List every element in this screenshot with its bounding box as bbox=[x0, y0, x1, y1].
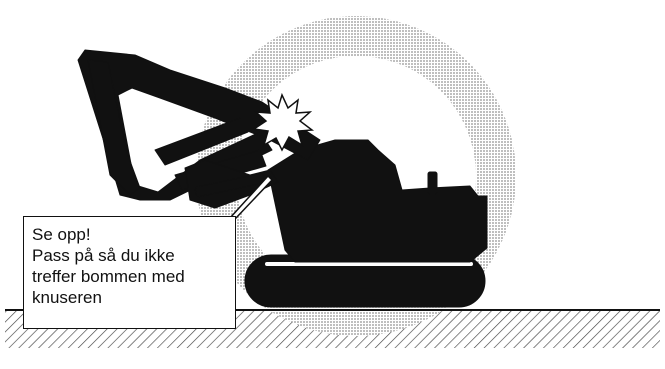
warning-line-1: Se opp! bbox=[32, 224, 227, 245]
warning-line-2: Pass på så du ikke bbox=[32, 245, 227, 266]
warning-callout: Se opp! Pass på så du ikke treffer bomme… bbox=[23, 216, 236, 329]
warning-line-4: knuseren bbox=[32, 287, 227, 308]
warning-line-3: treffer bommen med bbox=[32, 266, 227, 287]
